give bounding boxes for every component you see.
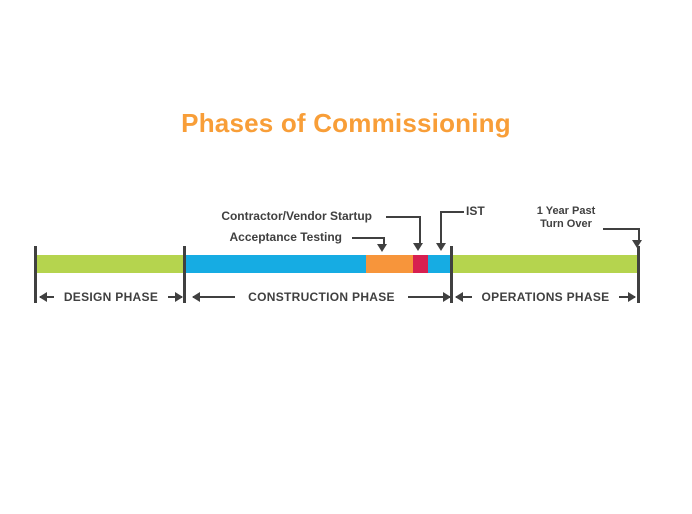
right-arrow-icon [167, 291, 183, 302]
left-arrow-icon [455, 291, 472, 302]
segment-design-phase [36, 255, 185, 273]
divider-construction-operations [450, 246, 453, 303]
contractor-leader-line [386, 216, 421, 246]
one-year-past-turn-over-label: 1 Year Past Turn Over [526, 205, 606, 231]
construction-phase-range: CONSTRUCTION PHASE [192, 289, 451, 304]
segment-acceptance-testing [366, 255, 413, 273]
divider-design-construction [183, 246, 186, 303]
timeline-bar [36, 255, 638, 273]
design-phase-range: DESIGN PHASE [39, 289, 183, 304]
one-year-past-line: 1 Year Past [536, 205, 596, 217]
construction-phase-label: CONSTRUCTION PHASE [248, 289, 395, 304]
segment-construction-phase [185, 255, 366, 273]
acceptance-testing-label: Acceptance Testing [229, 230, 342, 244]
one-year-down-arrow-icon [632, 240, 642, 248]
operations-phase-label: OPERATIONS PHASE [481, 289, 610, 304]
operations-phase-range: OPERATIONS PHASE [455, 289, 636, 304]
page-title: Phases of Commissioning [181, 108, 511, 138]
divider-design-start [34, 246, 37, 303]
left-arrow-icon [192, 291, 235, 302]
design-phase-label: DESIGN PHASE [63, 289, 159, 304]
left-arrow-icon [39, 291, 54, 302]
one-year-leader-line [603, 228, 640, 243]
contractor-vendor-startup-label: Contractor/Vendor Startup [221, 209, 372, 223]
ist-label: IST [466, 204, 485, 218]
acceptance-down-arrow-icon [377, 244, 387, 252]
divider-operations-end [637, 246, 640, 303]
segment-ist [428, 255, 452, 273]
ist-leader-line [440, 211, 464, 246]
ist-down-arrow-icon [436, 243, 446, 251]
segment-contractor-vendor-startup [413, 255, 428, 273]
right-arrow-icon [619, 291, 636, 302]
turn-over-line: Turn Over [540, 218, 592, 230]
segment-operations-phase [452, 255, 638, 273]
contractor-down-arrow-icon [413, 243, 423, 251]
right-arrow-icon [408, 291, 451, 302]
acceptance-leader-line [352, 237, 385, 247]
